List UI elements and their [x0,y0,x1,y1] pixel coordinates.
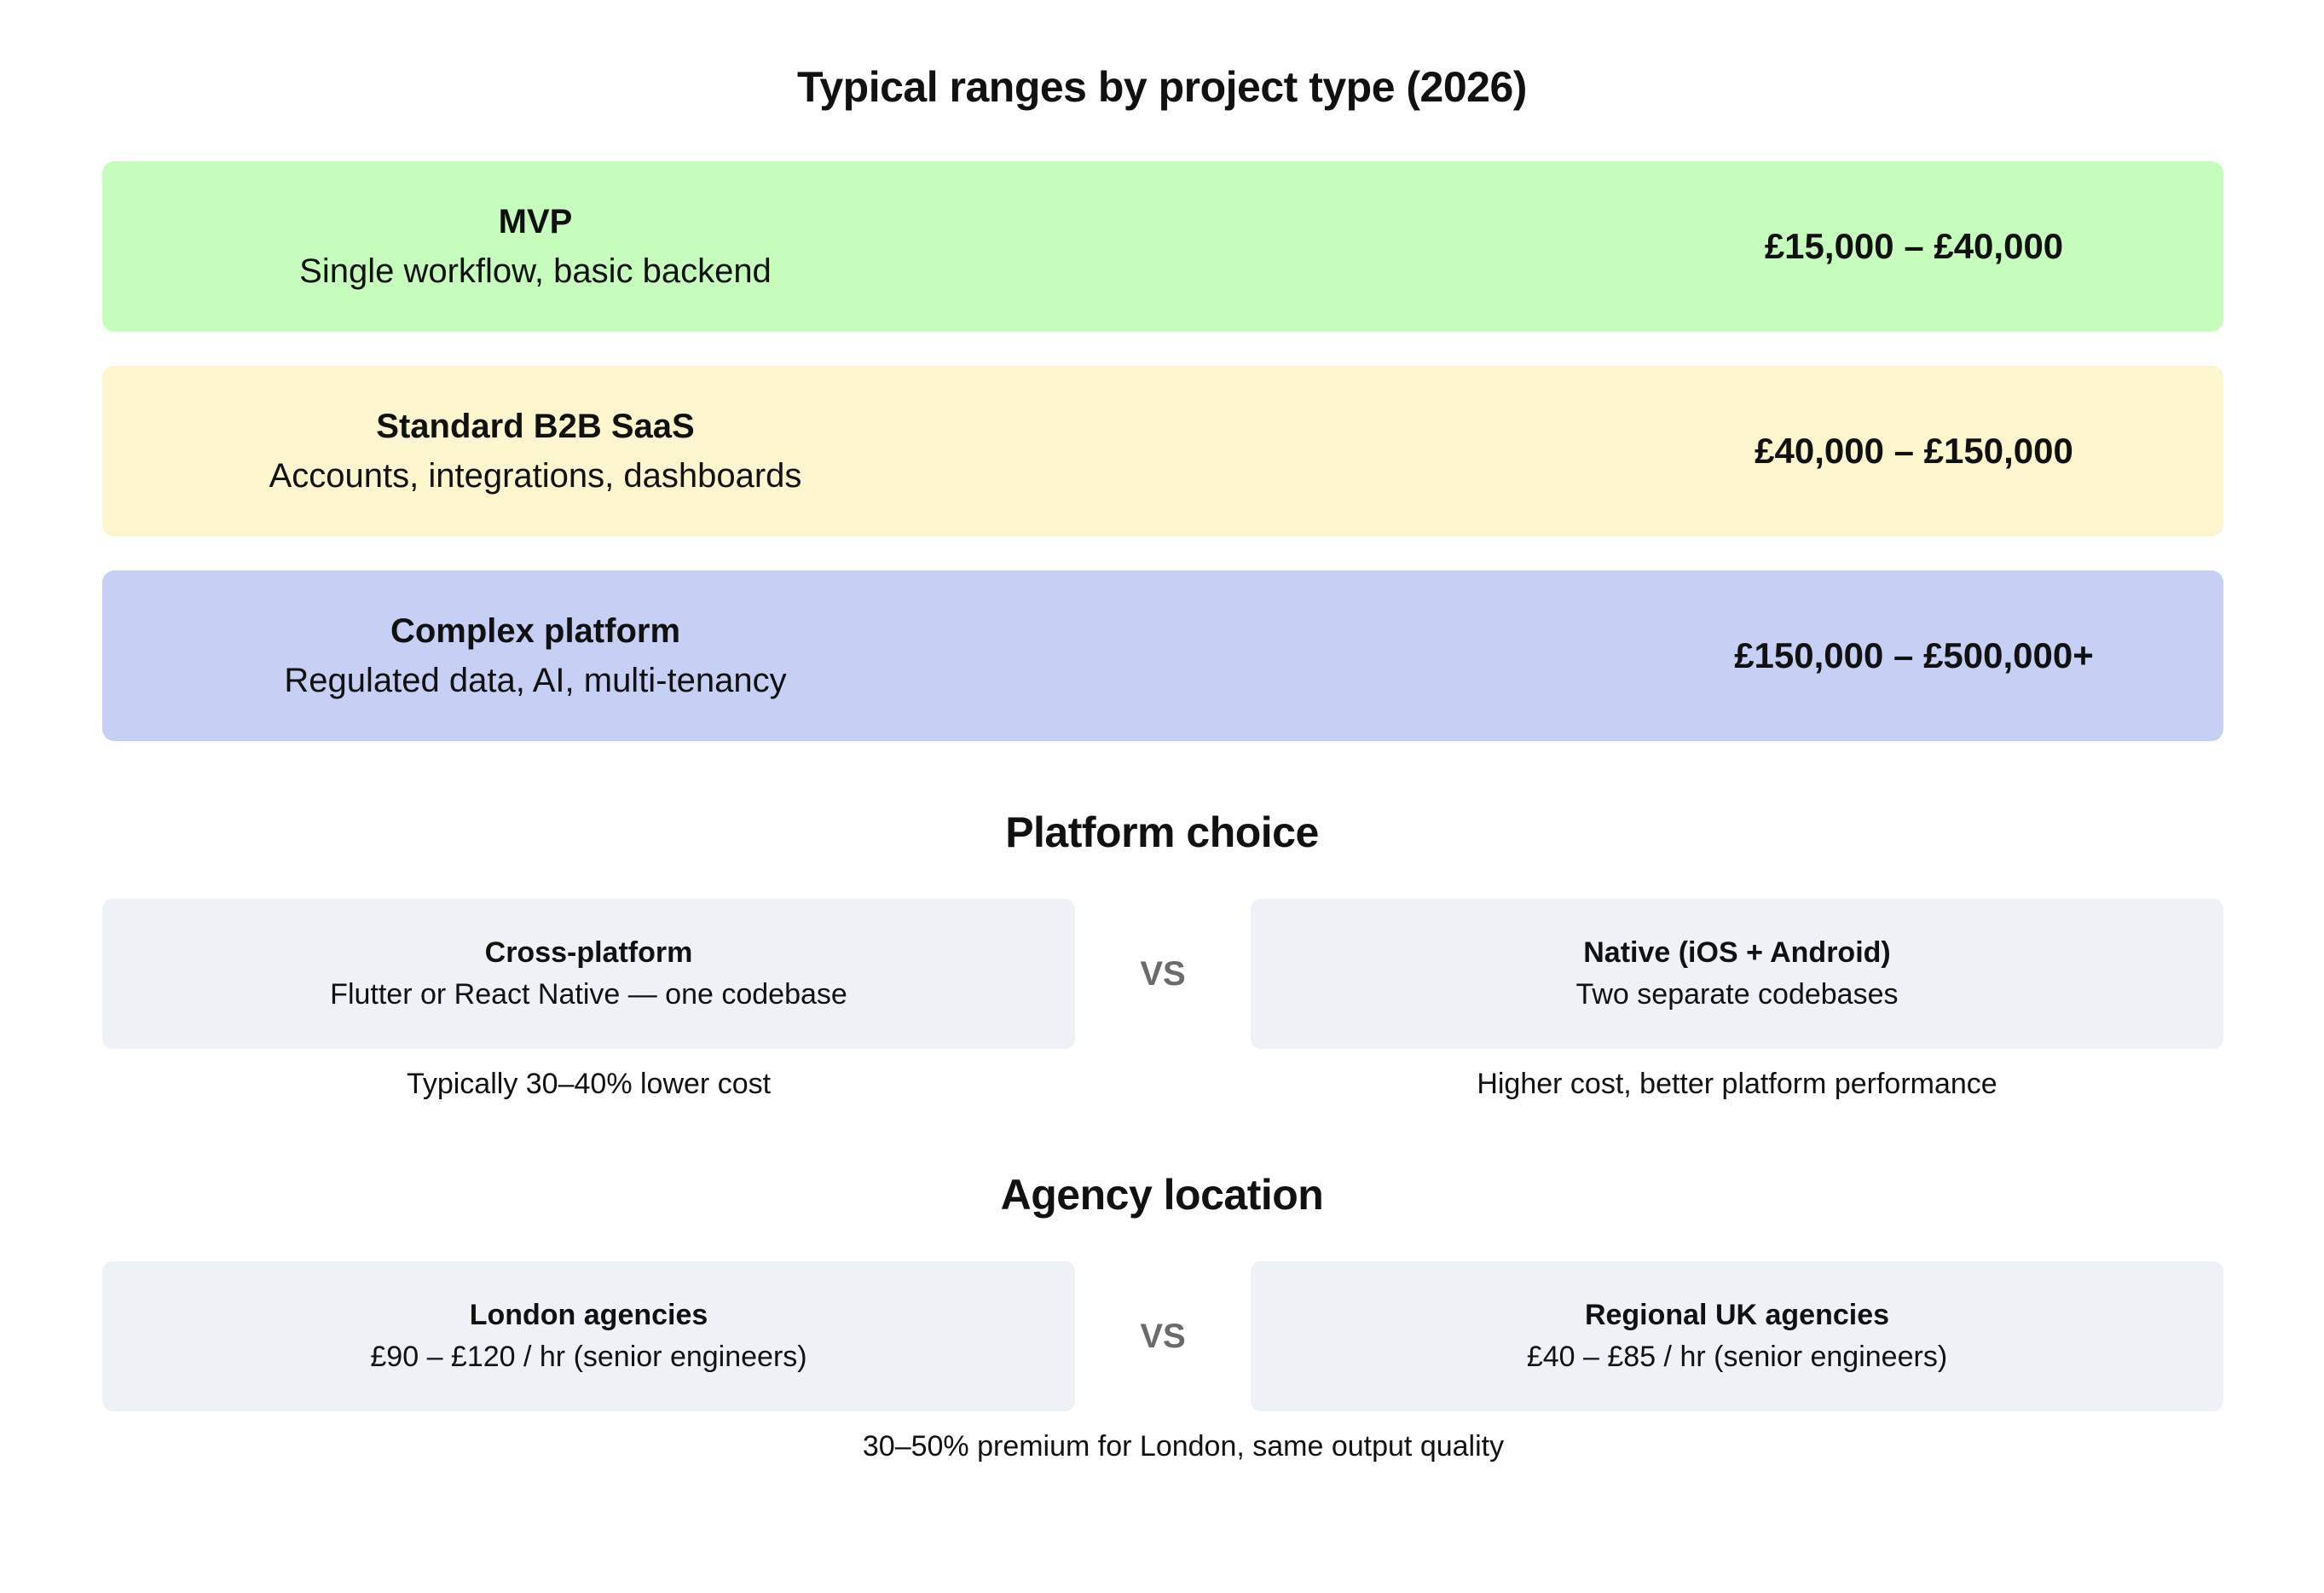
card-description: £40 – £85 / hr (senior engineers) [1526,1341,1948,1373]
tier-label: Complex platform Regulated data, AI, mul… [102,571,968,741]
tier-description: Single workflow, basic backend [299,252,772,290]
card-title: Cross-platform [484,936,693,969]
london-agencies-card: London agencies £90 – £120 / hr (senior … [102,1261,1075,1411]
ranges-title: Typical ranges by project type (2026) [797,63,1527,111]
tier-price-range: £15,000 – £40,000 [1764,226,2064,266]
location-title: Agency location [1000,1171,1324,1219]
platform-title: Platform choice [1005,808,1319,856]
tier-description: Accounts, integrations, dashboards [269,457,802,495]
cross-platform-note: Typically 30–40% lower cost [406,1068,772,1100]
card-description: Flutter or React Native — one codebase [330,978,847,1011]
tier-label: Standard B2B SaaS Accounts, integrations… [102,366,968,536]
tier-complex-platform: Complex platform Regulated data, AI, mul… [102,571,2223,741]
regional-agencies-card: Regional UK agencies £40 – £85 / hr (sen… [1251,1261,2223,1411]
tier-name: Standard B2B SaaS [376,408,695,445]
location-note: 30–50% premium for London, same output q… [862,1430,1505,1463]
vs-label: VS [1140,1317,1186,1355]
card-description: £90 – £120 / hr (senior engineers) [370,1341,807,1373]
card-title: Native (iOS + Android) [1583,936,1891,969]
native-note: Higher cost, better platform performance [1477,1068,1997,1100]
tier-label: MVP Single workflow, basic backend [102,161,968,332]
card-title: London agencies [469,1298,708,1331]
tier-name: MVP [498,203,573,240]
vs-label: VS [1140,954,1186,993]
tier-price-range: £40,000 – £150,000 [1755,431,2073,471]
native-card: Native (iOS + Android) Two separate code… [1251,899,2223,1049]
tier-price-range: £150,000 – £500,000+ [1734,635,2094,675]
card-title: Regional UK agencies [1584,1298,1890,1331]
card-description: Two separate codebases [1575,978,1899,1011]
tier-standard-b2b-saas: Standard B2B SaaS Accounts, integrations… [102,366,2223,536]
tier-mvp: MVP Single workflow, basic backend £15,0… [102,161,2223,332]
tier-description: Regulated data, AI, multi-tenancy [284,662,787,699]
tier-name: Complex platform [390,612,681,650]
cross-platform-card: Cross-platform Flutter or React Native —… [102,899,1075,1049]
